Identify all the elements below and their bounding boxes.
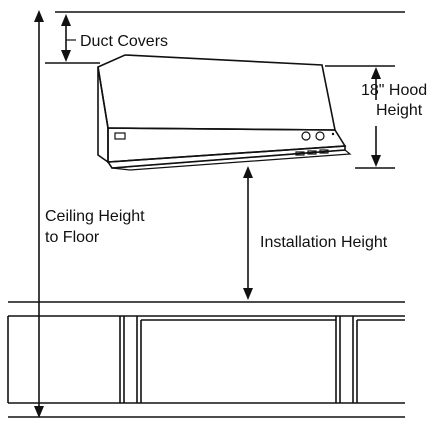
brand-plate [114,132,126,140]
arrowhead-icon [243,166,253,178]
ceiling-height-label-line2: to Floor [45,229,100,246]
arrowhead-icon [371,67,381,79]
installation-height-label: Installation Height [260,234,388,251]
arrowhead-icon [243,288,253,300]
duct-covers-dimension [61,14,76,62]
arrowhead-icon [371,155,381,167]
ceiling-height-dimension [34,10,44,418]
countertop-cabinets [7,301,405,418]
hood-height-label-line1: 18" Hood [361,82,427,99]
indicator-light [331,132,335,136]
arrowhead-icon [61,14,71,26]
control-knob [315,131,325,141]
hood-height-dimension [371,67,381,167]
duct-covers-label: Duct Covers [80,33,168,50]
control-knob [301,131,311,141]
arrowhead-icon [61,50,71,62]
installation-height-dimension [243,166,253,300]
ceiling-height-label-line1: Ceiling Height [45,208,145,225]
arrowhead-icon [34,10,44,22]
arrowhead-icon [34,406,44,418]
hood-height-label-line2: Height [376,102,423,119]
range-hood-icon [97,54,352,171]
